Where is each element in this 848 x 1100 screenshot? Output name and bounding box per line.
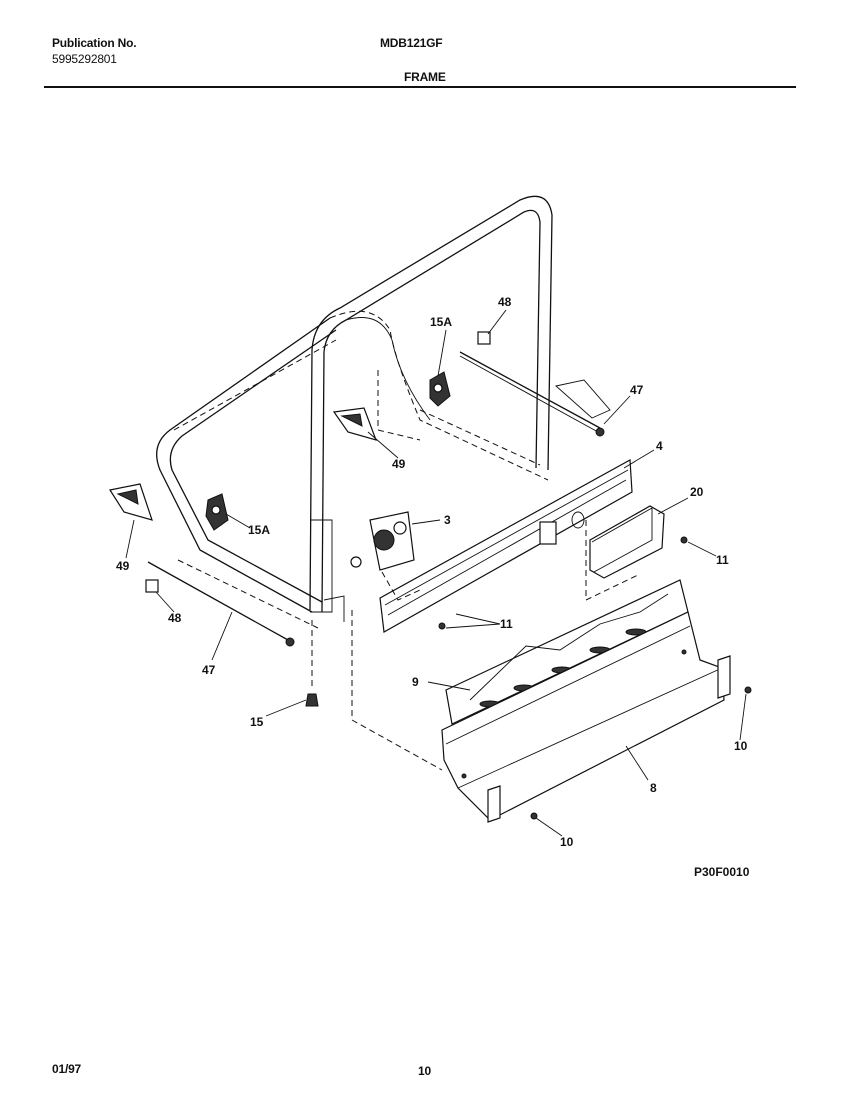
part-48-clip-left (145, 579, 159, 593)
model-number: MDB121GF (380, 36, 443, 50)
part-3-assembly (350, 511, 421, 601)
diagram-code: P30F0010 (694, 865, 750, 879)
callout-49-right: 49 (392, 457, 406, 471)
tub-frame (156, 195, 553, 629)
callout-48-top: 48 (498, 295, 512, 309)
callout-3: 3 (444, 513, 451, 527)
callout-15a-top: 15A (430, 315, 452, 329)
publication-label: Publication No. (52, 36, 137, 50)
part-11-screw-right (680, 536, 688, 544)
part-49-bracket-left (109, 483, 153, 521)
callout-20: 20 (690, 485, 704, 499)
part-15a-hinge-top (429, 371, 451, 407)
callout-49-left: 49 (116, 559, 130, 573)
publication-number: 5995292801 (52, 52, 117, 66)
section-title: FRAME (404, 70, 446, 84)
callout-15: 15 (250, 715, 264, 729)
part-15-screw (305, 620, 319, 707)
callout-15a-left: 15A (248, 523, 270, 537)
part-47-rod-right (459, 351, 611, 437)
header-rule (44, 86, 796, 88)
part-49-bracket-right (332, 407, 377, 441)
page-number: 10 (418, 1064, 431, 1078)
callout-10-right: 10 (734, 739, 748, 753)
part-8-toe-kick (441, 611, 731, 823)
part-10-screw-bottom (530, 812, 538, 820)
part-20-bracket (585, 505, 665, 601)
callout-47-right: 47 (630, 383, 644, 397)
leader-lines (125, 309, 747, 837)
callout-4: 4 (656, 439, 663, 453)
callout-48-left: 48 (168, 611, 182, 625)
callout-10-bottom: 10 (560, 835, 574, 849)
callout-8: 8 (650, 781, 657, 795)
callout-47-left: 47 (202, 663, 216, 677)
callout-9: 9 (412, 675, 419, 689)
part-15a-hinge-left (205, 493, 229, 531)
part-4-front-rail (379, 459, 633, 633)
part-48-clip-top (477, 331, 491, 345)
callout-11-right: 11 (716, 553, 729, 567)
callout-11-front: 11 (500, 617, 513, 631)
part-10-screw-right (744, 686, 752, 694)
footer-date: 01/97 (52, 1062, 82, 1076)
part-47-rod-left (147, 561, 295, 647)
part-11-screw-front (438, 622, 446, 630)
